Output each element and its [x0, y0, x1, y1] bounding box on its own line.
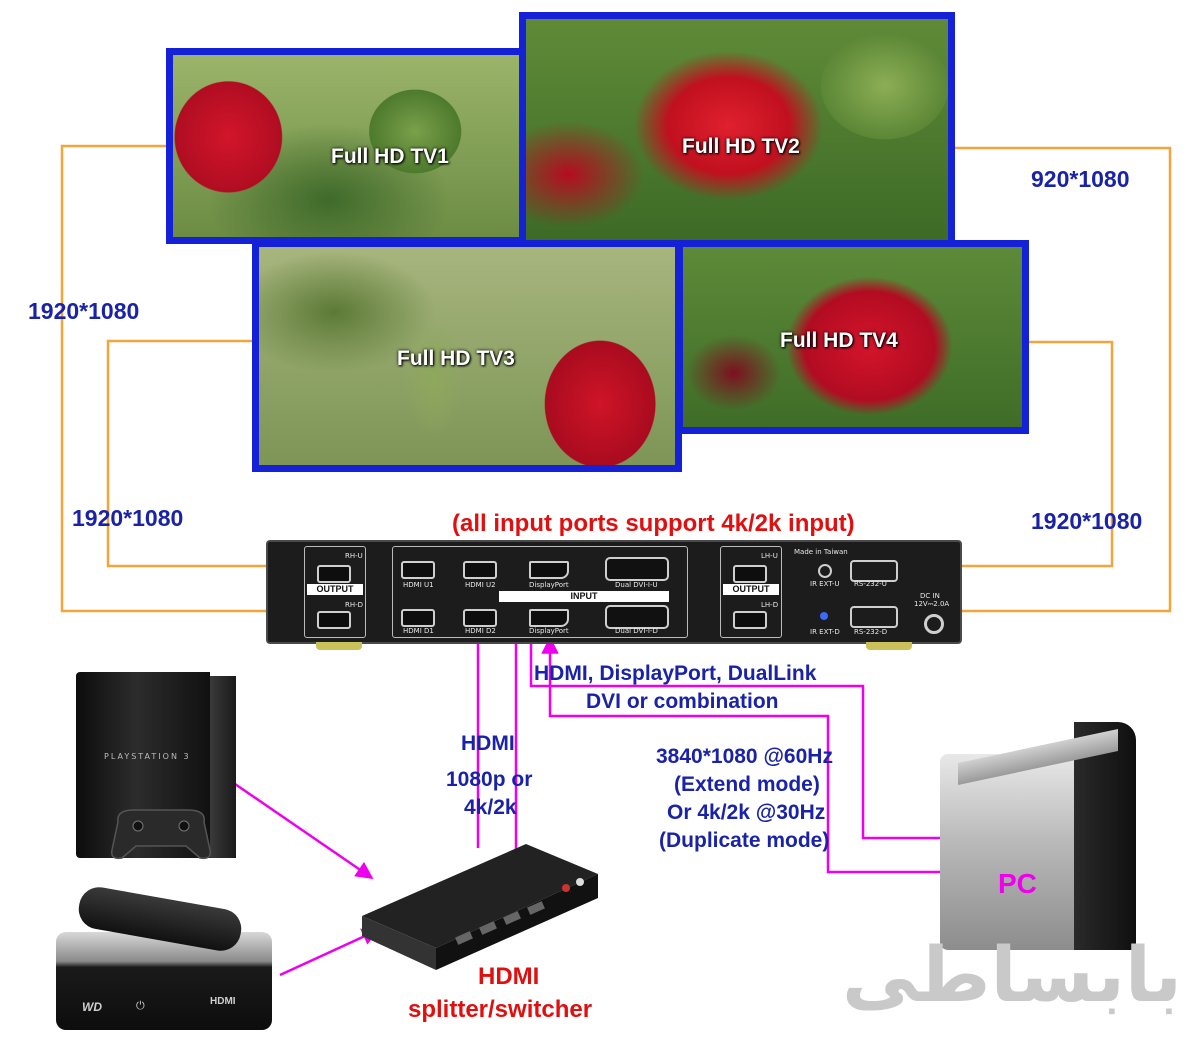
- hdmi-input-line1: HDMI: [461, 732, 515, 755]
- dc-in-label: DC IN: [920, 592, 940, 600]
- splitter-icon: [362, 844, 598, 970]
- resolution-label-left-upper: 1920*1080: [28, 298, 140, 324]
- player-brand: WD: [82, 1000, 102, 1014]
- console-brand: PLAYSTATION 3: [104, 752, 191, 761]
- pc-mode-line4: (Duplicate mode): [659, 829, 830, 852]
- hdmi-d2-port[interactable]: [463, 609, 497, 627]
- displayport-u-port[interactable]: [529, 561, 569, 579]
- tv4-label: Full HD TV4: [780, 329, 898, 352]
- output-group-left: LH-U OUTPUT LH-D: [720, 546, 782, 638]
- orange-link-tv3: [106, 339, 305, 568]
- rs232-u-label: RS-232-U: [854, 580, 887, 588]
- pc-mode-line3: Or 4k/2k @30Hz: [667, 801, 826, 824]
- output-label-right: OUTPUT: [723, 584, 779, 595]
- input-support-note: (all input ports support 4k/2k input): [452, 510, 855, 537]
- hdmi-d1-port[interactable]: [401, 609, 435, 627]
- lh-u-port-label: LH-U: [761, 552, 778, 560]
- lh-u-hdmi-port[interactable]: [733, 565, 767, 583]
- splitter-label-line1: HDMI: [478, 963, 540, 990]
- player-hdmi-label: HDMI: [210, 996, 236, 1007]
- tv4-screen: Full HD TV4: [676, 240, 1029, 434]
- tv1-label: Full HD TV1: [331, 145, 449, 168]
- dual-dvi-d-port[interactable]: [605, 605, 669, 629]
- ir-ext-u-jack[interactable]: [818, 564, 832, 578]
- pc-to-displayport-d-line: [541, 636, 962, 874]
- wd-media-player: WD HDMI ⏻: [52, 884, 276, 1034]
- rs232-u-port[interactable]: [850, 560, 898, 582]
- output-group-right: RH-U OUTPUT RH-D: [304, 546, 366, 638]
- rh-d-hdmi-port[interactable]: [317, 611, 351, 629]
- rs232-d-label: RS-232-D: [854, 628, 888, 636]
- watermark-logo: بابساطی: [842, 930, 1182, 1019]
- resolution-label-left-lower: 1920*1080: [72, 505, 184, 531]
- tv3-screen: Full HD TV3: [252, 240, 682, 472]
- wd-to-splitter-arrow: [279, 928, 380, 977]
- resolution-label-right-top: 920*1080: [1031, 166, 1130, 192]
- made-in-label: Made in Taiwan: [794, 548, 848, 556]
- pc-label: PC: [998, 868, 1037, 899]
- hdmi-input-line3: 4k/2k: [464, 796, 517, 819]
- rh-u-hdmi-port[interactable]: [317, 565, 351, 583]
- displayport-d-label: DisplayPort: [529, 627, 569, 635]
- gamepad-icon: [110, 809, 212, 860]
- displayport-u-label: DisplayPort: [529, 581, 569, 589]
- rs232-d-port[interactable]: [850, 606, 898, 628]
- splitter-label-line2: splitter/switcher: [408, 996, 593, 1023]
- hdmi-u2-label: HDMI U2: [465, 581, 496, 589]
- tv2-screen: Full HD TV2: [519, 12, 955, 248]
- displayport-d-port[interactable]: [529, 609, 569, 627]
- dual-dvi-d-label: Dual DVI-I-D: [615, 627, 658, 635]
- dc-spec-label: 12V⎓2.0A: [914, 600, 950, 608]
- tv1-screen: Full HD TV1: [166, 48, 526, 244]
- playstation-console: PLAYSTATION 3: [76, 672, 236, 860]
- rh-u-port-label: RH-U: [345, 552, 363, 560]
- hdmi-u1-label: HDMI U1: [403, 581, 434, 589]
- output-label-left: OUTPUT: [307, 584, 363, 595]
- pc-input-line1: HDMI, DisplayPort, DualLink: [534, 662, 817, 685]
- lh-d-hdmi-port[interactable]: [733, 611, 767, 629]
- rh-d-port-label: RH-D: [345, 601, 364, 609]
- hdmi-d2-label: HDMI D2: [465, 627, 496, 635]
- pc-mode-line1: 3840*1080 @60Hz: [656, 745, 833, 768]
- ir-ext-d-label: IR EXT-D: [810, 628, 840, 636]
- lh-d-port-label: LH-D: [761, 601, 779, 609]
- dual-dvi-u-label: Dual DVI-I-U: [615, 581, 658, 589]
- hdmi-d1-label: HDMI D1: [403, 627, 434, 635]
- pc-mode-line2: (Extend mode): [674, 773, 820, 796]
- video-wall-controller: RH-U OUTPUT RH-D HDMI U1 HDMI U2 Display…: [266, 540, 962, 644]
- input-label: INPUT: [499, 591, 669, 602]
- hdmi-u2-port[interactable]: [463, 561, 497, 579]
- controller-foot-left: [316, 642, 362, 650]
- controller-foot-right: [866, 642, 912, 650]
- hdmi-u1-port[interactable]: [401, 561, 435, 579]
- pc-tower: [940, 716, 1142, 952]
- tv2-label: Full HD TV2: [682, 135, 800, 158]
- hdmi-input-line2: 1080p or: [446, 768, 533, 791]
- ps3-to-splitter-arrow: [234, 782, 374, 880]
- hdmi-splitter-device: [356, 840, 602, 970]
- dual-dvi-u-port[interactable]: [605, 557, 669, 581]
- ir-ext-u-label: IR EXT-U: [810, 580, 840, 588]
- dc-power-jack[interactable]: [924, 614, 944, 634]
- pc-input-line2: DVI or combination: [586, 690, 779, 713]
- tv3-label: Full HD TV3: [397, 347, 515, 370]
- power-icon: ⏻: [136, 1000, 145, 1012]
- ir-ext-d-jack[interactable]: [820, 612, 828, 620]
- input-group: HDMI U1 HDMI U2 DisplayPort Dual DVI-I-U…: [392, 546, 688, 638]
- resolution-label-right-lower: 1920*1080: [1031, 508, 1143, 534]
